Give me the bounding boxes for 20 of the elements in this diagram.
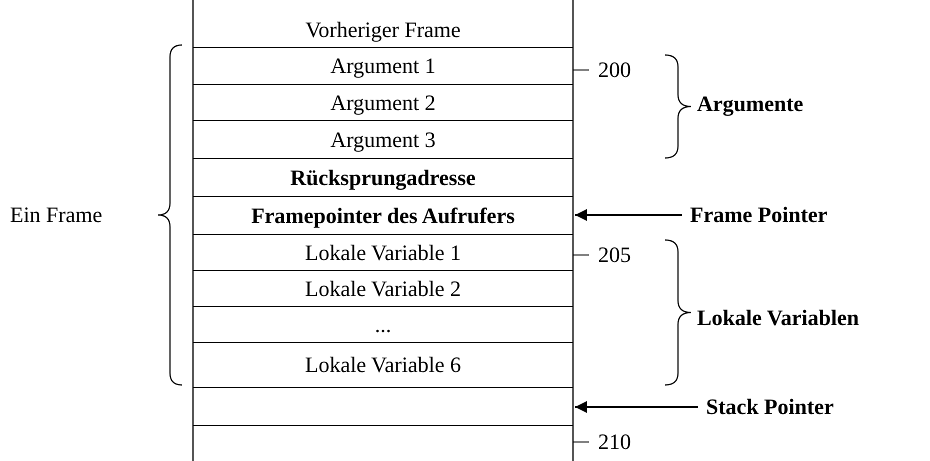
stack-cell: Vorheriger Frame — [193, 12, 573, 47]
stack-cell: Argument 3 — [193, 120, 573, 158]
address-label: 200 — [598, 59, 631, 81]
stack-cell: ... — [193, 306, 573, 342]
address-label: 205 — [598, 244, 631, 266]
stack-cell: Lokale Variable 1 — [193, 234, 573, 270]
frame-label: Ein Frame — [10, 204, 102, 226]
arrow — [575, 401, 698, 413]
group-label: Lokale Variablen — [697, 307, 859, 329]
arrow — [575, 209, 682, 221]
pointer-label: Stack Pointer — [706, 396, 834, 418]
pointer-label: Frame Pointer — [690, 204, 828, 226]
stack-cell: Lokale Variable 2 — [193, 270, 573, 306]
stack-cell: Argument 2 — [193, 84, 573, 120]
stack-cell: Rücksprungadresse — [193, 158, 573, 196]
address-label: 210 — [598, 431, 631, 453]
stack-cell: Argument 1 — [193, 47, 573, 84]
stack-cell: Lokale Variable 6 — [193, 342, 573, 387]
group-label: Argumente — [697, 93, 804, 115]
stack-cell: Framepointer des Aufrufers — [193, 196, 573, 234]
